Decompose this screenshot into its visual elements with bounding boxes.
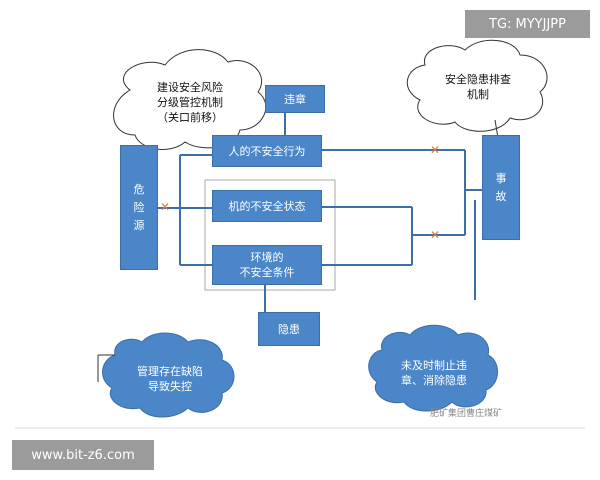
box-unsafe-state: 机的不安全状态 [212, 190, 322, 222]
watermark-bottom: www.bit-z6.com [12, 440, 154, 470]
box-hazard-source: 危 险 源 [120, 145, 158, 270]
cloud-bottom-left-pointer [97, 354, 115, 382]
cloud-bottom-left-text: 管理存在缺陷 导致失控 [137, 365, 203, 393]
cloud-bottom-right-text: 未及时制止违 章、消除隐患 [401, 359, 467, 387]
box-unsafe-behavior: 人的不安全行为 [212, 135, 322, 167]
cloud-bottom-right-shape [368, 324, 498, 412]
box-accident: 事 故 [482, 135, 520, 240]
accident-char-1: 事 [495, 171, 507, 185]
cloud-top-right-text: 安全隐患排查 机制 [445, 73, 511, 101]
hazard-char-3: 源 [133, 218, 145, 232]
hazard-char-1: 危 [133, 182, 145, 196]
x-mark-env: ✕ [430, 228, 441, 242]
group-frame [204, 179, 336, 291]
box-hidden-danger: 隐患 [258, 312, 320, 346]
accident-char-2: 故 [495, 189, 507, 203]
hazard-char-2: 险 [133, 200, 145, 214]
cloud-bottom-left-shape [102, 332, 235, 418]
watermark-top: TG: MYYJJPP [465, 10, 590, 38]
box-violation: 违章 [265, 85, 325, 113]
cloud-top-left-shape [113, 49, 267, 150]
source-watermark: 肥矿集团曹庄煤矿 [430, 409, 503, 419]
box-unsafe-env: 环境的 不安全条件 [212, 245, 322, 285]
cloud-top-left-text: 建设安全风险 分级管控机制 （关口前移） [157, 81, 223, 124]
cloud-top-right-shape [406, 39, 548, 132]
x-mark-hazard: ✕ [160, 200, 171, 214]
x-mark-behavior: ✕ [430, 143, 441, 157]
